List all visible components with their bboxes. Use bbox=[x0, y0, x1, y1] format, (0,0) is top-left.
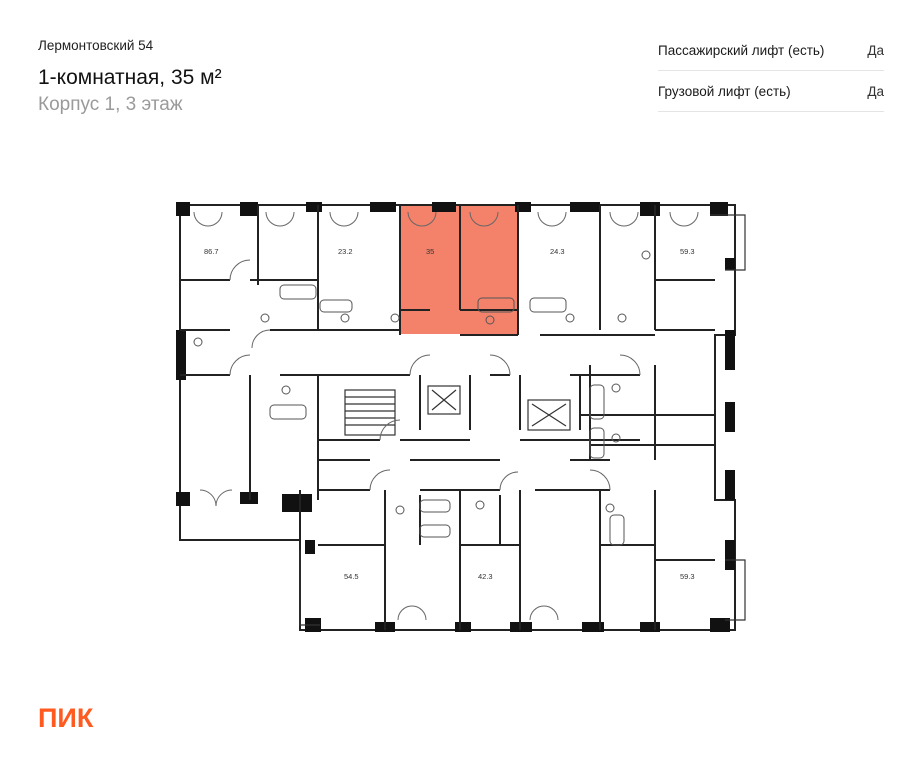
area-label: 24.3 bbox=[550, 247, 565, 256]
apartment-area-labels: 86.7 23.2 35 24.3 59.3 54.5 42.3 59.3 bbox=[204, 247, 695, 581]
feature-value: Да bbox=[867, 83, 884, 99]
feature-label: Грузовой лифт (есть) bbox=[658, 83, 791, 99]
area-label: 54.5 bbox=[344, 572, 359, 581]
flat-subtitle: Корпус 1, 3 этаж bbox=[38, 94, 183, 115]
door-swings bbox=[193, 211, 699, 621]
flat-title: 1-комнатная, 35 м² bbox=[38, 66, 222, 89]
svg-text:ПИК: ПИК bbox=[38, 703, 94, 731]
balconies bbox=[299, 214, 746, 626]
area-label: 59.3 bbox=[680, 247, 695, 256]
area-label: 42.3 bbox=[478, 572, 493, 581]
bathroom-fixtures bbox=[193, 250, 651, 546]
area-label: 35 bbox=[426, 247, 434, 256]
floor-plan: 86.7 23.2 35 24.3 59.3 54.5 42.3 59.3 bbox=[176, 202, 746, 632]
area-label: 23.2 bbox=[338, 247, 353, 256]
stairs-and-elevators bbox=[344, 385, 571, 436]
feature-row-passenger-elevator: Пассажирский лифт (есть) Да bbox=[658, 30, 884, 71]
area-label: 86.7 bbox=[204, 247, 219, 256]
features-list: Пассажирский лифт (есть) Да Грузовой лиф… bbox=[658, 30, 884, 112]
feature-label: Пассажирский лифт (есть) bbox=[658, 42, 825, 58]
area-label: 59.3 bbox=[680, 572, 695, 581]
pik-logo: ПИК bbox=[38, 703, 94, 731]
feature-row-freight-elevator: Грузовой лифт (есть) Да bbox=[658, 71, 884, 112]
interior-walls bbox=[180, 205, 715, 630]
project-name: Лермонтовский 54 bbox=[38, 38, 154, 53]
feature-value: Да bbox=[867, 42, 884, 58]
